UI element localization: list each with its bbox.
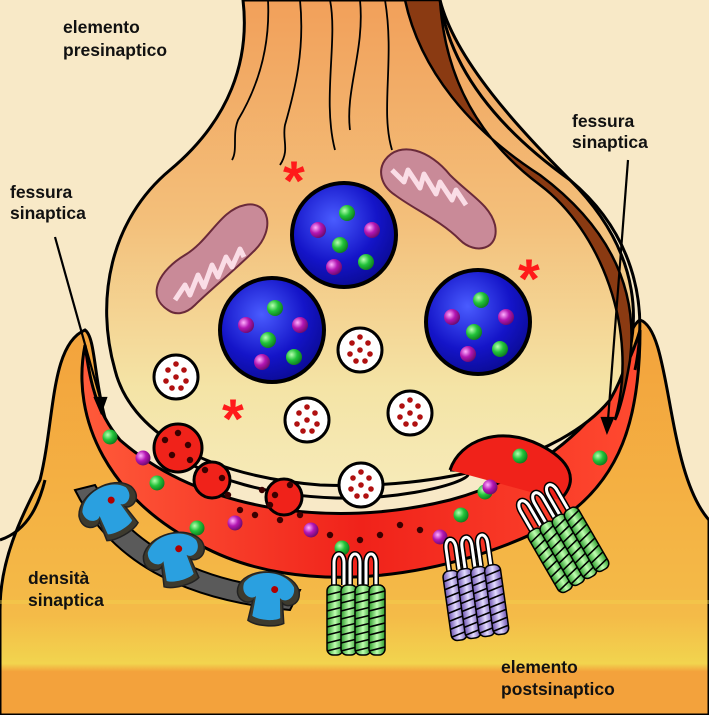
neurotransmitter-dot	[396, 521, 404, 529]
dense-core-vesicle	[424, 268, 532, 376]
magenta-molecule	[482, 479, 498, 495]
magenta-molecule	[310, 222, 326, 238]
label-density: densità sinaptica	[28, 568, 104, 610]
label-line: elemento	[63, 17, 140, 37]
asterisk-icon: *	[518, 247, 540, 310]
neurotransmitter-dot	[161, 436, 169, 444]
label-line: presinaptico	[63, 40, 167, 60]
neurotransmitter-dot	[276, 516, 284, 524]
magenta-molecule	[135, 450, 151, 466]
magenta-molecule	[292, 317, 308, 333]
mitochondrion	[380, 148, 497, 250]
green-molecule	[102, 429, 118, 445]
green-molecule	[189, 520, 205, 536]
receptor-icon	[142, 531, 206, 589]
neurotransmitter-dot	[271, 491, 279, 499]
ion-channel-icon	[515, 481, 610, 594]
label-cleft-left: fessura sinaptica	[10, 182, 86, 223]
neurotransmitter-dot	[258, 486, 266, 494]
magenta-molecule	[303, 522, 319, 538]
small-vesicle	[152, 353, 200, 401]
green-molecule	[339, 205, 355, 221]
label-line: sinaptica	[572, 132, 648, 152]
small-vesicles	[152, 326, 434, 509]
ion-channel-icon	[442, 532, 510, 642]
green-molecule	[267, 300, 283, 316]
neurotransmitter-dot	[326, 531, 334, 539]
green-molecule	[592, 450, 608, 466]
magenta-molecule	[364, 222, 380, 238]
neurotransmitter-dot	[224, 491, 232, 499]
neurotransmitter-dot	[286, 481, 294, 489]
magenta-molecule	[254, 354, 270, 370]
asterisk-icon: *	[222, 387, 244, 450]
magenta-molecule	[460, 346, 476, 362]
metabotropic-receptors	[78, 481, 301, 627]
label-cleft-right: fessura sinaptica	[572, 111, 648, 152]
label-postsynaptic: elemento postsinaptico	[501, 657, 615, 699]
green-molecule	[332, 237, 348, 253]
neurotransmitter-dot	[186, 456, 194, 464]
label-line: densità	[28, 568, 90, 588]
green-molecule	[453, 507, 469, 523]
green-molecule	[260, 332, 276, 348]
released-neurotransmitters	[102, 429, 608, 556]
neurotransmitter-dot	[266, 501, 274, 509]
label-line: fessura	[10, 182, 73, 202]
neurotransmitter-dot	[174, 429, 182, 437]
receptor-icon	[78, 481, 139, 542]
receptor-icon	[236, 571, 301, 627]
dense-core-vesicles	[218, 181, 532, 384]
neurotransmitter-dot	[251, 511, 259, 519]
magenta-molecule	[326, 259, 342, 275]
neurotransmitter-dot	[416, 526, 424, 534]
label-arrows	[53, 159, 630, 436]
green-molecule	[286, 349, 302, 365]
asterisk-icon: *	[283, 149, 305, 212]
neurotransmitter-dot	[168, 451, 176, 459]
neurotransmitter-dot	[201, 466, 209, 474]
neurotransmitter-dot	[236, 506, 244, 514]
dense-core-vesicle	[290, 181, 398, 289]
ion-channels	[326, 481, 610, 656]
green-molecule	[512, 448, 528, 464]
magenta-molecule	[238, 317, 254, 333]
magenta-molecule	[432, 529, 448, 545]
green-molecule	[466, 324, 482, 340]
small-vesicle	[283, 396, 331, 444]
magenta-molecule	[498, 309, 514, 325]
dense-core-vesicle	[218, 276, 326, 384]
label-line: sinaptica	[28, 590, 104, 610]
label-line: postsinaptico	[501, 679, 615, 699]
green-molecule	[358, 254, 374, 270]
neurotransmitter-dot	[296, 511, 304, 519]
label-presynaptic: elemento presinaptico	[63, 17, 167, 60]
neurotransmitter-dot	[356, 536, 364, 544]
neurotransmitter-dot	[184, 441, 192, 449]
small-vesicle	[336, 326, 384, 374]
green-molecule	[492, 341, 508, 357]
ion-channel-icon	[326, 551, 386, 656]
magenta-molecule	[227, 515, 243, 531]
label-line: sinaptica	[10, 203, 86, 223]
green-molecule	[473, 292, 489, 308]
neurotransmitter-dot	[376, 531, 384, 539]
label-line: elemento	[501, 657, 578, 677]
mitochondrion	[155, 203, 269, 315]
asterisks: * * *	[222, 149, 540, 450]
small-vesicle	[386, 389, 434, 437]
green-molecule	[149, 475, 165, 491]
magenta-molecule	[444, 309, 460, 325]
label-line: fessura	[572, 111, 635, 131]
neurotransmitter-dot	[218, 474, 226, 482]
small-vesicle	[337, 461, 385, 509]
